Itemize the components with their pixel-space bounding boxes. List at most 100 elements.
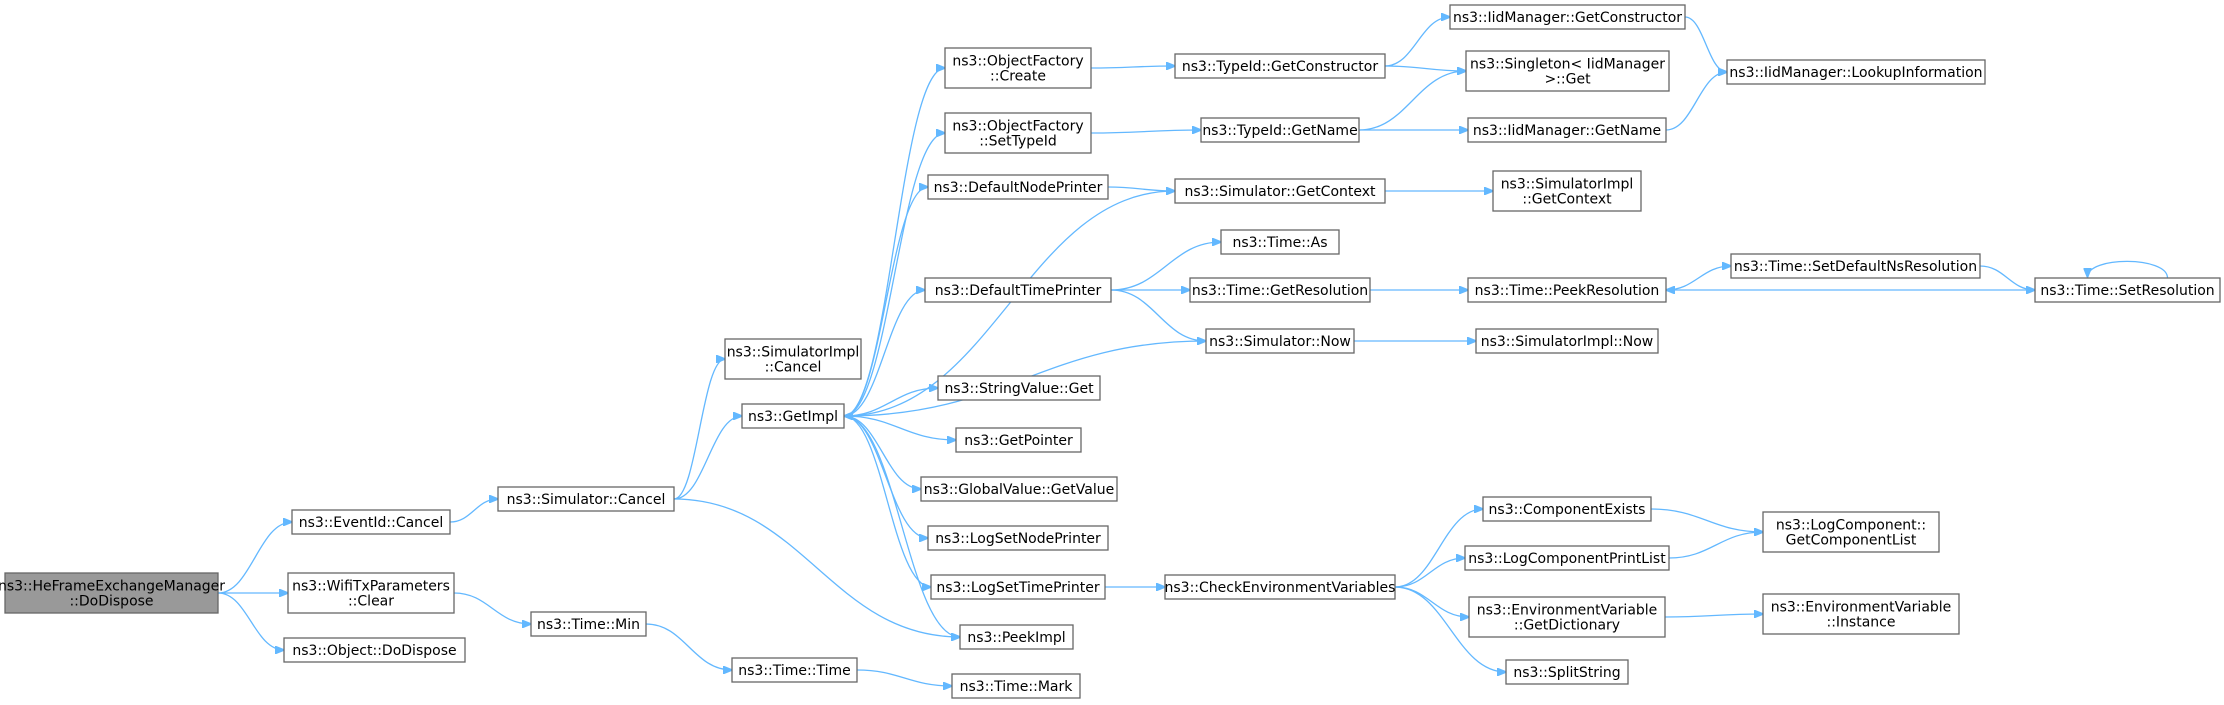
node-logsetnodeprinter[interactable]: ns3::LogSetNodePrinter [927, 525, 1109, 551]
node-box [497, 486, 675, 512]
edge-getimpl-to-getpointer [843, 415, 956, 440]
node-time-time[interactable]: ns3::Time::Time [731, 657, 858, 683]
node-time-mark[interactable]: ns3::Time::Mark [951, 673, 1081, 699]
edge-deftimeprinter-to-sim-now [1110, 289, 1206, 341]
node-box [959, 624, 1074, 650]
node-logsettimeprinter[interactable]: ns3::LogSetTimePrinter [930, 574, 1106, 600]
nodes-layer: ns3::HeFrameExchangeManager::DoDisposens… [0, 4, 2221, 699]
node-label: ns3::EnvironmentVariable [1771, 600, 1952, 616]
node-box [955, 427, 1082, 453]
node-sim-now[interactable]: ns3::Simulator::Now [1205, 328, 1355, 354]
node-sim-cancel[interactable]: ns3::Simulator::Cancel [497, 486, 675, 512]
node-logcomponentprintlist[interactable]: ns3::LogComponentPrintList [1464, 545, 1670, 571]
node-logcomponent-getcomponentlist[interactable]: ns3::LogComponent::GetComponentList [1762, 511, 1940, 553]
node-label: ns3::Simulator::Now [1209, 334, 1351, 350]
node-label: ns3::ObjectFactory [952, 54, 1083, 70]
node-getimpl[interactable]: ns3::GetImpl [741, 403, 845, 429]
node-box [1762, 593, 1960, 635]
node-box [4, 572, 219, 614]
node-time-setdefaultnsresolution[interactable]: ns3::Time::SetDefaultNsResolution [1730, 253, 1981, 279]
node-simimpl-getcontext[interactable]: ns3::SimulatorImpl::GetContext [1492, 170, 1642, 212]
edge-iid-getname-to-iid-lookupinformation [1665, 72, 1727, 131]
node-label: ns3::IidManager::GetName [1473, 123, 1661, 139]
node-label: ns3::Simulator::Cancel [507, 492, 666, 508]
node-label: ns3::TypeId::GetConstructor [1182, 59, 1378, 75]
node-label: ns3::SimulatorImpl::Now [1481, 334, 1654, 350]
edge-of-settypeid-to-typeid-getname [1090, 130, 1201, 133]
node-label: ns3::DefaultTimePrinter [935, 283, 1102, 299]
node-label: ns3::HeFrameExchangeManager [0, 579, 225, 595]
node-of-settypeid[interactable]: ns3::ObjectFactory::SetTypeId [944, 112, 1092, 154]
edge-typeid-getconstructor-to-singleton-get [1384, 65, 1466, 71]
node-label: ::DoDispose [69, 594, 153, 610]
node-root[interactable]: ns3::HeFrameExchangeManager::DoDispose [0, 572, 225, 614]
node-label: ns3::TypeId::GetName [1202, 123, 1357, 139]
node-box [1762, 511, 1940, 553]
edge-getimpl-to-peekimpl [843, 415, 960, 637]
node-envvar-instance[interactable]: ns3::EnvironmentVariable::Instance [1762, 593, 1960, 635]
edge-getimpl-to-logsettimeprinter [843, 415, 931, 587]
edge-eventid-cancel-to-sim-cancel [449, 499, 498, 523]
node-getpointer[interactable]: ns3::GetPointer [955, 427, 1082, 453]
node-label: ns3::Time::Mark [960, 679, 1074, 695]
node-time-setresolution[interactable]: ns3::Time::SetResolution [2034, 277, 2221, 303]
node-simimpl-now[interactable]: ns3::SimulatorImpl::Now [1475, 328, 1659, 354]
node-sim-getcontext[interactable]: ns3::Simulator::GetContext [1174, 178, 1386, 204]
node-defnodeprinter[interactable]: ns3::DefaultNodePrinter [927, 174, 1109, 200]
node-box [930, 574, 1106, 600]
node-label: ns3::Object::DoDispose [292, 643, 456, 659]
node-object-dodispose[interactable]: ns3::Object::DoDispose [283, 637, 466, 663]
node-box [1174, 178, 1386, 204]
edge-root-to-eventid-cancel [217, 522, 292, 594]
node-simimpl-cancel[interactable]: ns3::SimulatorImpl::Cancel [724, 338, 862, 380]
edge-getimpl-to-of-settypeid [843, 133, 945, 417]
node-splitstring[interactable]: ns3::SplitString [1505, 659, 1629, 685]
node-label: ns3::IidManager::GetConstructor [1453, 10, 1682, 26]
edge-getimpl-to-deftimeprinter [843, 290, 925, 417]
edge-wifitx-clear-to-time-min [453, 592, 531, 624]
node-time-as[interactable]: ns3::Time::As [1220, 229, 1340, 255]
edge-deftimeprinter-to-time-as [1110, 242, 1221, 291]
node-wifitx-clear[interactable]: ns3::WifiTxParameters::Clear [287, 572, 455, 614]
node-of-create[interactable]: ns3::ObjectFactory::Create [944, 47, 1092, 89]
node-label: ns3::Time::SetDefaultNsResolution [1734, 259, 1977, 275]
node-box [291, 509, 451, 535]
node-checkenv[interactable]: ns3::CheckEnvironmentVariables [1164, 574, 1396, 600]
node-box [924, 277, 1112, 303]
node-label: ns3::LogComponentPrintList [1468, 551, 1666, 567]
node-envvar-getdictionary[interactable]: ns3::EnvironmentVariable::GetDictionary [1468, 596, 1666, 638]
node-deftimeprinter[interactable]: ns3::DefaultTimePrinter [924, 277, 1112, 303]
edge-time-setdefaultnsresolution-to-time-setresolution [1979, 265, 2035, 290]
edge-getimpl-to-logsetnodeprinter [843, 415, 928, 538]
node-label: ::SetTypeId [979, 134, 1057, 150]
node-box [1200, 117, 1360, 143]
node-iid-getconstructor[interactable]: ns3::IidManager::GetConstructor [1449, 4, 1686, 30]
node-iid-lookupinformation[interactable]: ns3::IidManager::LookupInformation [1726, 59, 1986, 85]
edge-checkenv-to-splitstring [1394, 586, 1506, 672]
node-peekimpl[interactable]: ns3::PeekImpl [959, 624, 1074, 650]
edge-sim-cancel-to-peekimpl [673, 498, 960, 637]
node-box [937, 375, 1101, 401]
node-label: ns3::SimulatorImpl [1501, 177, 1634, 193]
edge-typeid-getname-to-singleton-get [1358, 71, 1466, 131]
node-label: >::Get [1544, 72, 1591, 88]
node-iid-getname[interactable]: ns3::IidManager::GetName [1467, 117, 1667, 143]
node-time-peekresolution[interactable]: ns3::Time::PeekResolution [1467, 277, 1667, 303]
node-singleton-get[interactable]: ns3::Singleton< IidManager>::Get [1465, 50, 1670, 92]
node-label: ns3::Time::PeekResolution [1475, 283, 1660, 299]
node-stringvalue-get[interactable]: ns3::StringValue::Get [937, 375, 1101, 401]
node-time-min[interactable]: ns3::Time::Min [530, 611, 647, 637]
node-globalvalue-getvalue[interactable]: ns3::GlobalValue::GetValue [920, 476, 1118, 502]
node-time-getresolution[interactable]: ns3::Time::GetResolution [1189, 277, 1371, 303]
node-box [1467, 277, 1667, 303]
node-typeid-getname[interactable]: ns3::TypeId::GetName [1200, 117, 1360, 143]
node-componentexists[interactable]: ns3::ComponentExists [1482, 496, 1652, 522]
node-typeid-getconstructor[interactable]: ns3::TypeId::GetConstructor [1174, 53, 1386, 79]
node-label: GetComponentList [1786, 533, 1917, 549]
node-eventid-cancel[interactable]: ns3::EventId::Cancel [291, 509, 451, 535]
edge-iid-getconstructor-to-iid-lookupinformation [1684, 16, 1727, 72]
node-label: ns3::SimulatorImpl [727, 345, 860, 361]
edge-typeid-getconstructor-to-iid-getconstructor [1384, 17, 1450, 67]
node-label: ns3::WifiTxParameters [292, 579, 450, 595]
node-box [1730, 253, 1981, 279]
